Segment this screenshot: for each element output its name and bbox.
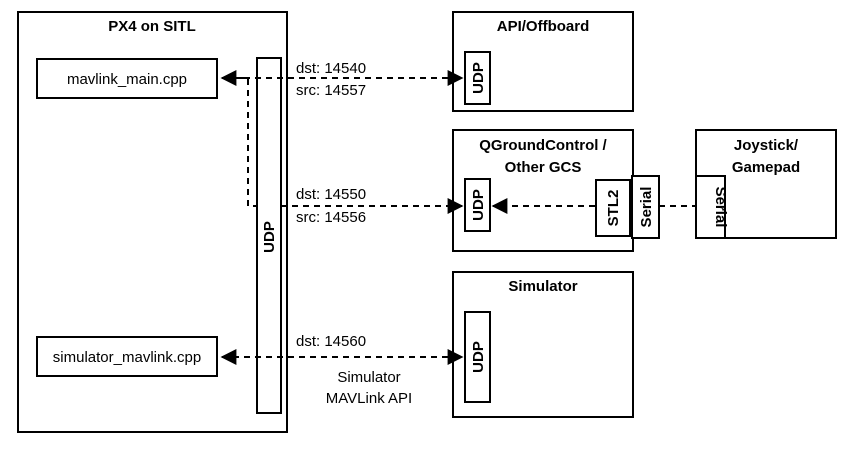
joystick-serial-label: Serial [712,187,729,228]
mavlink-qgc-bridge-line [238,77,257,207]
api-src-port: src: 14557 [296,82,366,99]
px4-sitl-title: PX4 on SITL [108,18,196,35]
simulator-title: Simulator [508,278,577,295]
simulator-udp-box [464,311,491,403]
qgc-stl2-label: STL2 [605,190,622,227]
simulator-mavlink-label: simulator_mavlink.cpp [53,349,201,366]
sim-caption-line2: MAVLink API [326,390,412,407]
qgc-stl2-box [595,179,631,237]
qgc-title-line1: QGroundControl / [479,137,607,154]
qgc-udp-box [464,178,491,232]
qgc-src-port: src: 14556 [296,209,366,226]
qgc-serial-label: Serial [638,187,655,228]
mavlink-main-box [36,58,218,99]
mavlink-main-label: mavlink_main.cpp [67,71,187,88]
sim-dst-port: dst: 14560 [296,333,366,350]
api-udp-label: UDP [470,62,487,94]
simulator-udp-label: UDP [470,341,487,373]
api-offboard-title: API/Offboard [497,18,590,35]
joystick-title-line2: Gamepad [732,159,800,176]
qgc-serial-box [631,175,660,239]
joystick-serial-box [695,175,726,239]
simulator-mavlink-box [36,336,218,377]
api-dst-port: dst: 14540 [296,60,366,77]
qgc-dst-port: dst: 14550 [296,186,366,203]
qgc-udp-label: UDP [470,189,487,221]
joystick-title-line1: Joystick/ [734,137,799,154]
api-udp-box [464,51,491,105]
px4-udp-label: UDP [261,221,278,253]
qgc-title-line2: Other GCS [505,159,582,176]
sim-caption-line1: Simulator [337,369,400,386]
